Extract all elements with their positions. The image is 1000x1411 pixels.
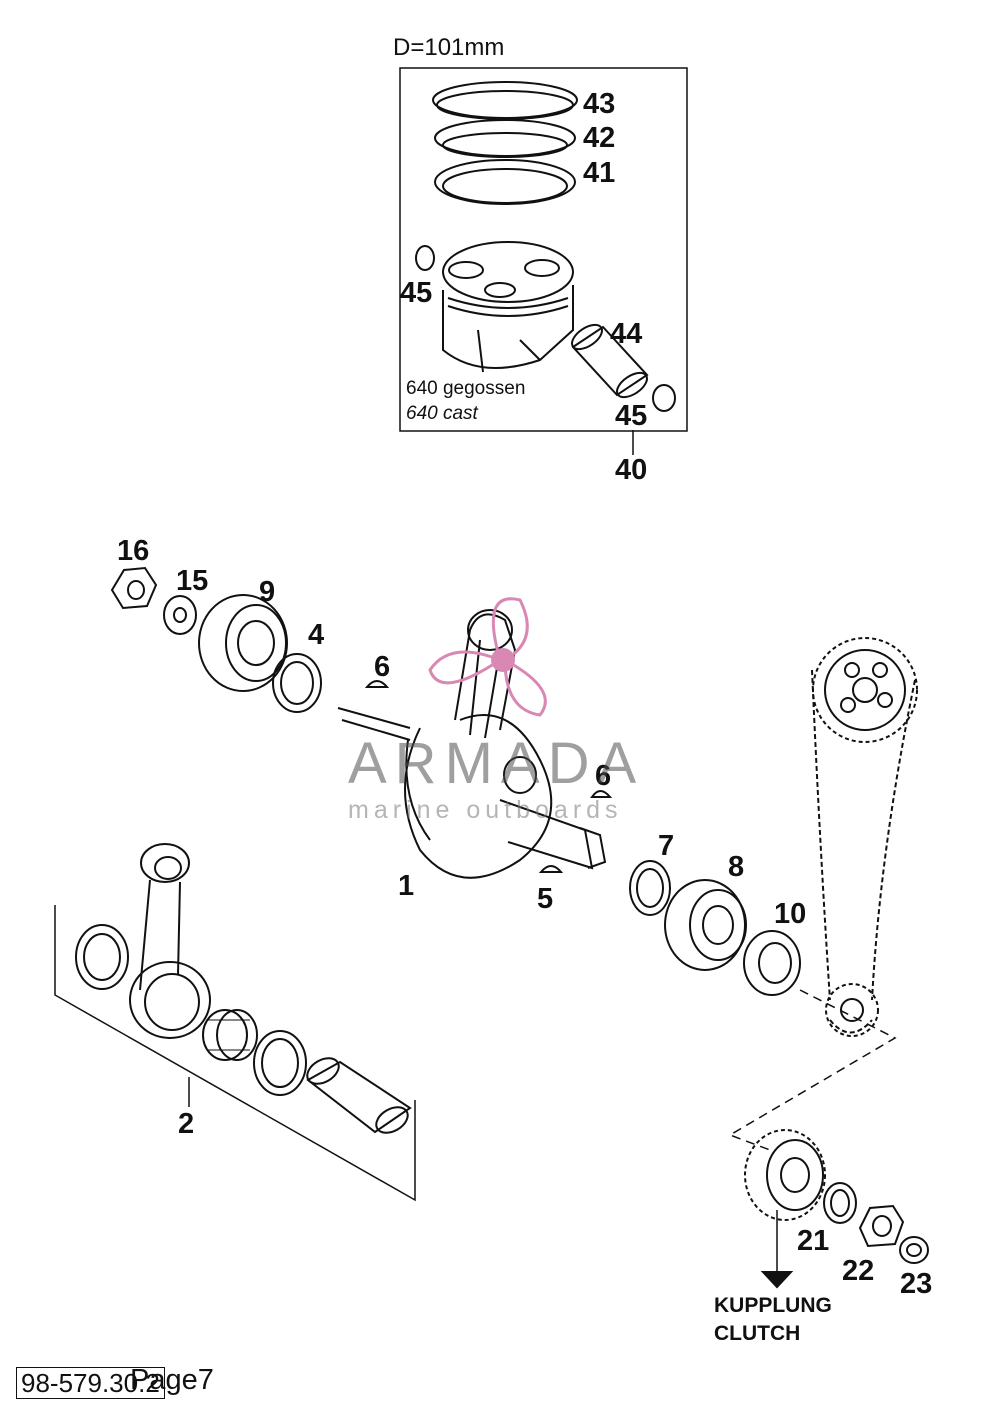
watermark-tagline: marine outboards: [348, 796, 623, 824]
callout-7: 7: [658, 830, 675, 862]
piston-ring-43: [432, 81, 578, 120]
camshaft-sprocket: [812, 637, 918, 743]
callout-23: 23: [900, 1268, 933, 1300]
piston-40: [442, 241, 574, 373]
callout-9: 9: [259, 576, 276, 608]
circlip-45-right: [652, 384, 676, 412]
seal-10: [743, 930, 801, 996]
clutch-arrow: [760, 1210, 794, 1289]
watermark-brand: ARMADA: [348, 731, 645, 796]
bearing-8: [664, 879, 747, 971]
shim-4: [272, 653, 322, 713]
washer-15: [163, 595, 197, 635]
woodruff-key-6a: [364, 680, 390, 688]
callout-42: 42: [583, 122, 616, 154]
bearing-9: [198, 594, 288, 692]
chain-dashed-link: [728, 989, 897, 1151]
callout-6-right: 6: [595, 760, 612, 792]
callout-5: 5: [537, 883, 554, 915]
crankshaft-1: [337, 609, 607, 879]
crank-pin-2: [306, 1057, 412, 1134]
callout-22: 22: [842, 1255, 875, 1287]
callout-1: 1: [398, 870, 415, 902]
piston-diameter: D=101mm: [393, 34, 505, 61]
callout-40: 40: [615, 454, 648, 486]
shim-7: [629, 860, 671, 916]
piston-ring-42: [434, 119, 576, 158]
callout-41: 41: [583, 157, 616, 189]
note-gegossen: 640 gegossen: [406, 378, 526, 399]
callout-43: 43: [583, 88, 616, 120]
callout-16: 16: [117, 535, 150, 567]
woodruff-key-5: [538, 865, 564, 873]
page-label: Page7: [130, 1364, 214, 1396]
callout-21: 21: [797, 1225, 830, 1257]
conrod-kit-frame: [54, 905, 416, 1202]
needle-bearing-2: [202, 1009, 258, 1061]
note-cast: 640 cast: [406, 403, 478, 424]
piston-box-frame: [399, 67, 688, 432]
callout-2: 2: [178, 1108, 195, 1140]
circlip-45-left: [415, 245, 435, 271]
callout-8: 8: [728, 851, 745, 883]
clutch-label-de: KUPPLUNG: [714, 1294, 832, 1317]
conrod-2: [129, 843, 211, 1039]
callout-15: 15: [176, 565, 209, 597]
callout-6-left: 6: [374, 651, 391, 683]
callout-44: 44: [610, 318, 643, 350]
callout-45-left: 45: [400, 277, 433, 309]
shim-2a: [75, 924, 129, 990]
timing-chain: [811, 669, 916, 1034]
washer-21: [823, 1182, 857, 1224]
document-id: 98-579.30.2: [16, 1367, 165, 1399]
clutch-gear: [744, 1129, 826, 1221]
callout-45-right: 45: [615, 400, 648, 432]
watermark-logo: [428, 597, 547, 717]
shim-2b: [253, 1030, 307, 1096]
woodruff-key-6b: [590, 790, 613, 798]
callout-10: 10: [774, 898, 807, 930]
callout-4: 4: [308, 619, 325, 651]
piston-pin-44: [571, 323, 649, 399]
washer-23: [899, 1236, 929, 1264]
nut-22: [858, 1204, 905, 1248]
nut-16: [110, 566, 158, 610]
clutch-label-en: CLUTCH: [714, 1322, 801, 1345]
crank-sprocket: [825, 983, 879, 1037]
piston-ring-41: [434, 159, 576, 205]
